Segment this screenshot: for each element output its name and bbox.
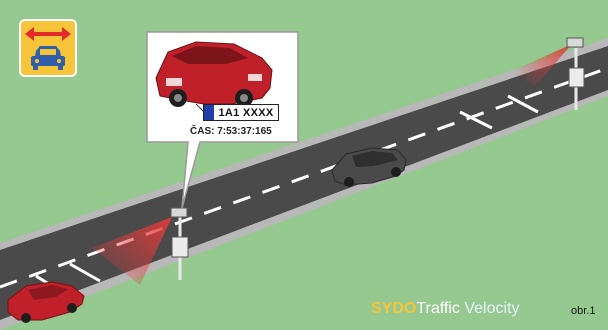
timestamp-text: ČAS: 7:53:37:165 [190, 126, 272, 137]
brand-part-velocity: Velocity [460, 300, 520, 317]
eu-strip [204, 105, 214, 120]
figure-label: obr.1 [571, 305, 595, 317]
brand-logo-text: SYDOTraffic Velocity [371, 300, 520, 318]
license-plate: 1A1 XXXX [203, 104, 279, 121]
license-plate-text: 1A1 XXXX [214, 107, 278, 119]
brand-part-sydo: SYDO [371, 300, 416, 317]
brand-part-traffic: Traffic [416, 300, 460, 317]
two-way-arrow-car-sign-icon [20, 20, 76, 76]
